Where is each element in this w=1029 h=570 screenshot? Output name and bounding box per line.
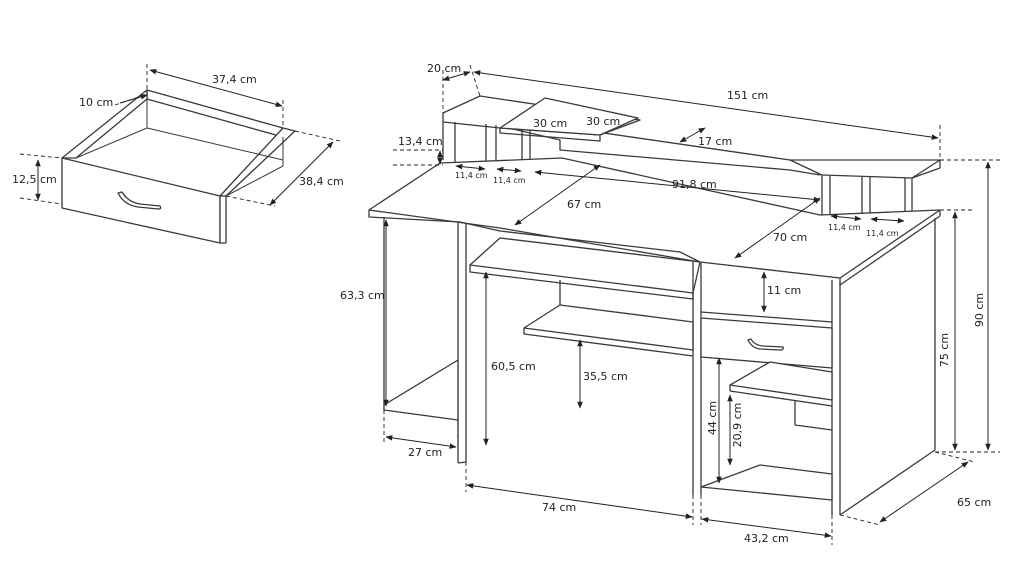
side-shelf-depth-label: 27 cm — [408, 446, 442, 459]
shelf-height-label: 13,4 cm — [398, 135, 443, 148]
top-depth-left-label: 67 cm — [567, 198, 601, 211]
desk-drawer-handle-icon — [747, 338, 784, 351]
cubby-left-1-label: 11,4 cm — [455, 171, 488, 180]
keyboard-clearance-label: 60,5 cm — [491, 360, 536, 373]
drawer-depth-label: 38,4 cm — [299, 175, 344, 188]
desk-height-label: 75 cm — [938, 333, 951, 367]
monitor-depth-label: 30 cm — [586, 115, 620, 128]
total-height-label: 90 cm — [973, 293, 986, 327]
drawer-front-height-label: 12,5 cm — [12, 173, 57, 186]
knee-width-label: 74 cm — [542, 501, 576, 514]
cubby-right-2-label: 11,4 cm — [866, 229, 899, 238]
drawer-drawing: 37,4 cm 10 cm 12,5 cm 38,4 cm — [12, 64, 344, 244]
drawer-side-height-label: 10 cm — [79, 96, 113, 109]
tray-height-label: 11 cm — [767, 284, 801, 297]
shelf-clearance-label: 35,5 cm — [583, 370, 628, 383]
desk-drawing: 20 cm 151 cm 13,4 cm 30 cm 30 cm 17 cm 1… — [340, 62, 1000, 545]
top-shelf-depth-label: 20 cm — [427, 62, 461, 75]
drawer-handle-icon — [117, 191, 162, 210]
top-depth-right-label: 70 cm — [773, 231, 807, 244]
lower-section-height-label: 44 cm — [706, 401, 719, 435]
cubby-left-2-label: 11,4 cm — [493, 176, 526, 185]
cubby-right-1-label: 11,4 cm — [828, 223, 861, 232]
lower-shelf-height-label: 20,9 cm — [731, 403, 744, 448]
drawer-width-label: 37,4 cm — [212, 73, 257, 86]
total-depth-label: 65 cm — [957, 496, 991, 509]
total-width-label: 151 cm — [727, 89, 768, 102]
riser-depth-label: 17 cm — [698, 135, 732, 148]
cabinet-width-label: 43,2 cm — [744, 532, 789, 545]
riser-span-label: 91,8 cm — [672, 178, 717, 191]
left-clearance-label: 63,3 cm — [340, 289, 385, 302]
monitor-width-label: 30 cm — [533, 117, 567, 130]
